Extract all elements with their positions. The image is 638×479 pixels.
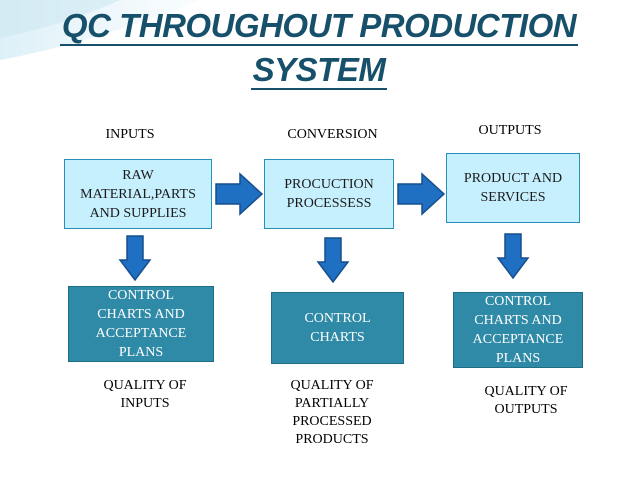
page-title-line-1: QC THROUGHOUT PRODUCTION — [59, 7, 579, 46]
process-box-product-services: PRODUCT AND SERVICES — [446, 153, 580, 223]
header-conversion: CONVERSION — [287, 127, 378, 142]
arrow-right-2 — [397, 172, 446, 216]
quality-conversion: QUALITY OF PARTIALLY PROCESSED PRODUCTS — [290, 378, 374, 447]
page-title-line-2: SYSTEM — [250, 51, 388, 90]
header-outputs: OUTPUTS — [478, 123, 542, 138]
quality-inputs: QUALITY OF INPUTS — [103, 378, 187, 411]
control-box-conversion: CONTROL CHARTS — [271, 292, 404, 364]
arrow-down-3 — [496, 233, 530, 280]
quality-outputs: QUALITY OF OUTPUTS — [484, 384, 568, 417]
process-box-production: PROCUCTION PROCESSESS — [264, 159, 394, 229]
arrow-down-2 — [316, 237, 350, 284]
control-box-inputs: CONTROL CHARTS AND ACCEPTANCE PLANS — [68, 286, 214, 362]
arrow-down-1 — [118, 235, 152, 282]
control-box-outputs: CONTROL CHARTS AND ACCEPTANCE PLANS — [453, 292, 583, 368]
arrow-right-1 — [215, 172, 264, 216]
process-box-raw-material: RAW MATERIAL,PARTS AND SUPPLIES — [64, 159, 212, 229]
header-inputs: INPUTS — [105, 127, 155, 142]
